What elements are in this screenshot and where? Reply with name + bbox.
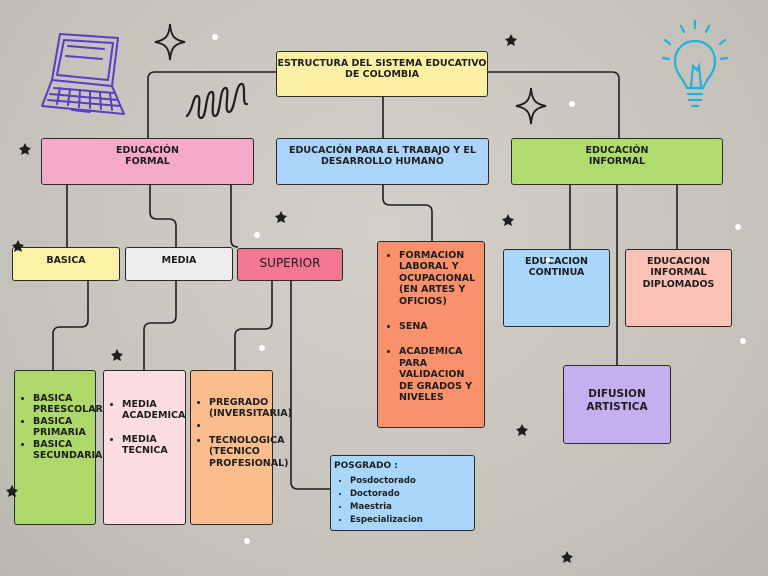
informal-difusion: DIFUSION ARTISTICA <box>563 365 671 444</box>
sparkle-icon <box>154 23 186 61</box>
level-media-label: MEDIA <box>161 255 197 266</box>
link-media-list <box>143 280 177 371</box>
diagram-title: ESTRUCTURA DEL SISTEMA EDUCATIVO DE COLO… <box>276 51 488 97</box>
link-superior-posgrado <box>290 281 331 490</box>
level-basica: BASICA <box>12 247 120 281</box>
category-trabajo: EDUCACIÓN PARA EL TRABAJO Y EL DESARROLL… <box>276 138 489 185</box>
informal-continua-label: EDUCACION CONTINUA <box>525 256 588 279</box>
level-media: MEDIA <box>125 247 233 281</box>
lightbulb-icon <box>661 19 729 108</box>
informal-diplomados: EDUCACION INFORMAL DIPLOMADOS <box>625 249 732 327</box>
media-item-academica: MEDIA ACADEMICA <box>122 399 185 422</box>
superior-list: PREGRADO (INVERSITARIA) TECNOLOGICA (TEC… <box>190 370 292 525</box>
basica-item-primaria: BASICA PRIMARIA <box>33 416 91 439</box>
posgrado-item-especializacion: Especializacion <box>350 514 470 527</box>
basica-item-secundaria: BASICA SECUNDARIA <box>33 439 102 462</box>
laptop-icon <box>41 33 125 115</box>
diagram-title-text: ESTRUCTURA DEL SISTEMA EDUCATIVO DE COLO… <box>277 58 487 81</box>
posgrado-item-doctorado: Doctorado <box>350 488 470 501</box>
posgrado-box: POSGRADO : Posdoctorado Doctorado Maestr… <box>330 455 475 531</box>
level-basica-label: BASICA <box>46 255 86 266</box>
superior-item-pregrado: PREGRADO (INVERSITARIA) <box>209 397 292 420</box>
link-trabajo-list <box>382 184 433 241</box>
trabajo-list: FORMACION LABORAL Y OCUPACIONAL (EN ARTE… <box>377 241 485 428</box>
link-superior-list <box>234 281 273 371</box>
informal-diplomados-label: EDUCACION INFORMAL DIPLOMADOS <box>642 256 715 290</box>
category-informal-label: EDUCACIÓN INFORMAL <box>585 145 649 168</box>
level-superior-label: SUPERIOR <box>259 256 321 270</box>
link-formal-superior <box>230 184 239 248</box>
spiral-doodle <box>185 82 249 120</box>
superior-item-tecnologica: TECNOLOGICA (TECNICO PROFESIONAL) <box>209 435 288 469</box>
category-trabajo-label: EDUCACIÓN PARA EL TRABAJO Y EL DESARROLL… <box>289 145 476 168</box>
basica-item-preescolar: BASICA PREESCOLAR <box>33 393 103 416</box>
link-formal-media <box>149 184 177 247</box>
informal-continua: EDUCACION CONTINUA <box>503 249 610 327</box>
media-list: MEDIA ACADEMICA MEDIA TECNICA <box>103 370 186 525</box>
posgrado-label: POSGRADO : <box>334 461 398 471</box>
trabajo-item-sena: SENA <box>399 321 478 332</box>
link-title-formal <box>147 71 277 138</box>
trabajo-item-formacion: FORMACION LABORAL Y OCUPACIONAL (EN ARTE… <box>399 250 478 307</box>
link-basica-list <box>52 280 89 371</box>
link-title-informal <box>487 71 620 138</box>
level-superior: SUPERIOR <box>237 248 343 281</box>
posgrado-item-maestria: Maestria <box>350 501 470 514</box>
informal-difusion-label: DIFUSION ARTISTICA <box>586 388 648 413</box>
basica-list: BASICA PREESCOLAR BASICA PRIMARIA BASICA… <box>14 370 103 525</box>
media-item-tecnica: MEDIA TECNICA <box>122 434 181 457</box>
posgrado-item-posdoctorado: Posdoctorado <box>350 475 470 488</box>
trabajo-item-academica: ACADEMICA PARA VALIDACION DE GRADOS Y NI… <box>399 346 478 403</box>
category-formal-label: EDUCACIÓN FORMAL <box>116 145 179 168</box>
sparkle-icon <box>515 87 547 125</box>
category-informal: EDUCACIÓN INFORMAL <box>511 138 723 185</box>
category-formal: EDUCACIÓN FORMAL <box>41 138 254 185</box>
